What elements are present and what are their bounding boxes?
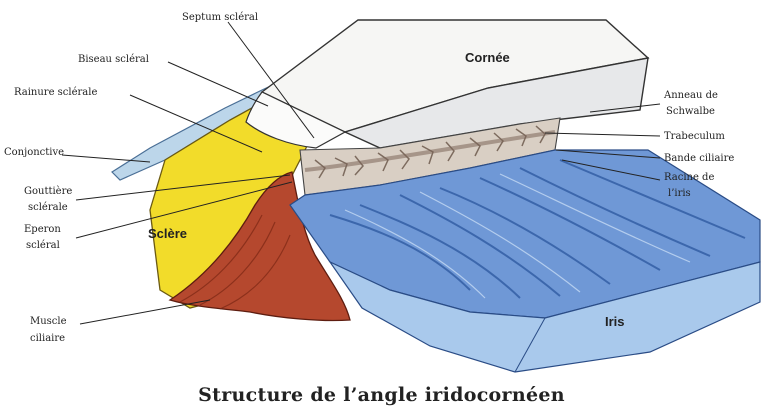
conjonctive-label: Conjonctive [4,147,64,158]
racine-label-2: l’iris [668,188,691,199]
septum-label: Septum scléral [182,12,258,23]
anneau-label-1: Anneau de [663,90,718,101]
anneau-label-2: Schwalbe [666,106,715,117]
cornee-label: Cornée [465,50,510,65]
bande-label: Bande ciliaire [664,153,734,164]
eperon-label-1: Eperon [24,224,61,235]
gouttiere-label-1: Gouttière [24,186,72,197]
gouttiere-label-2: sclérale [28,202,68,213]
sclere-label: Sclère [148,226,187,241]
biseau-label: Biseau scléral [78,54,149,65]
muscle-label-1: Muscle [30,316,67,327]
trabeculum-label: Trabeculum [664,131,725,142]
racine-label-1: Racine de [664,172,714,183]
diagram-caption: Structure de l’angle iridocornéen [0,384,763,406]
eperon-label-2: scléral [26,240,60,251]
iris-label: Iris [605,314,625,329]
muscle-label-2: ciliaire [30,333,65,344]
rainure-label: Rainure sclérale [14,87,97,98]
